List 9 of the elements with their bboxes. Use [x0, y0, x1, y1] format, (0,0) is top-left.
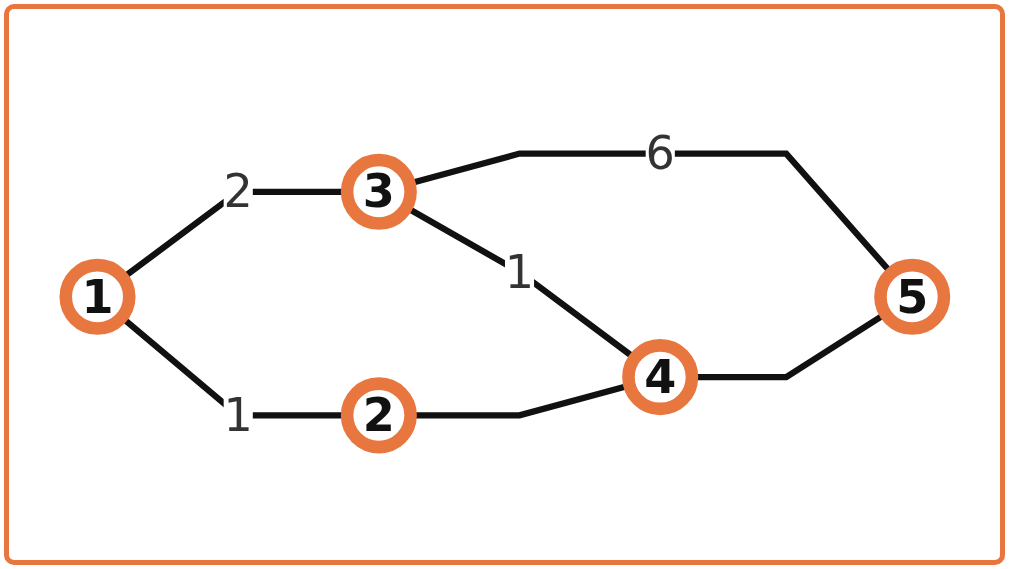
node-circle: 5 — [873, 258, 950, 335]
node-circle: 4 — [621, 339, 698, 416]
node-circle: 2 — [340, 377, 417, 454]
node-circle: 1 — [59, 258, 136, 335]
edge-label: 1 — [504, 245, 534, 299]
edge-label: 6 — [645, 127, 675, 180]
node-circle: 3 — [340, 153, 417, 230]
edge-label: 1 — [223, 389, 253, 442]
edge-label: 2 — [223, 165, 253, 219]
